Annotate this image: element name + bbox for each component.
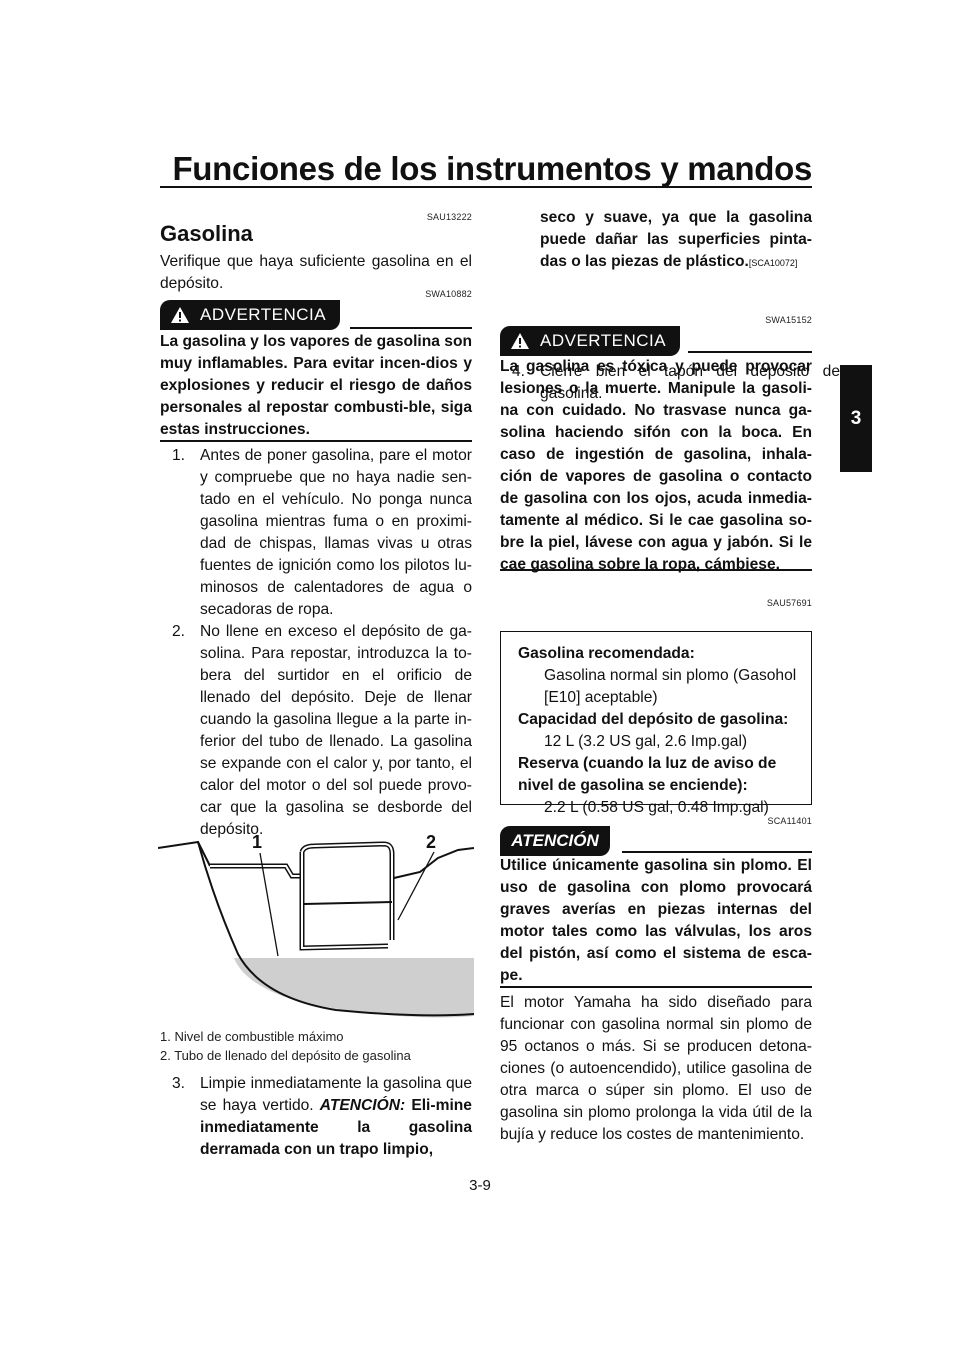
warning-end-rule xyxy=(160,440,472,442)
step-2-number: 2. xyxy=(172,623,186,640)
step-3-number: 3. xyxy=(172,1075,186,1092)
step-3: 3. Limpie inmediatamente la gasolina que… xyxy=(172,1073,472,1161)
caution-badge: ATENCIÓN xyxy=(500,826,610,856)
fuel-level-area xyxy=(234,958,474,1018)
filler-tube-outer xyxy=(299,841,395,940)
warning-rule xyxy=(350,327,472,329)
step-2: 2. No llene en exceso el depósito de ga-… xyxy=(172,621,472,841)
spec-capacity-value: 12 L (3.2 US gal, 2.6 Imp.gal) xyxy=(544,733,748,750)
caution-code: SCA11401 xyxy=(767,816,812,826)
step-1-number: 1. xyxy=(172,447,186,464)
caution-end-rule xyxy=(500,986,812,988)
step-4-text: Cierre bien el tapón del depósito de gas… xyxy=(540,363,840,402)
warning-text: La gasolina y los vapores de gasolina so… xyxy=(160,333,472,438)
warning2-text: La gasolina es tóxica y puede provocar l… xyxy=(500,358,812,573)
filler-tube-inner xyxy=(303,901,393,905)
caution-rule xyxy=(622,851,812,853)
chapter-tab: 3 xyxy=(840,365,872,472)
warning2-end-rule xyxy=(500,569,812,571)
callout-1-leader xyxy=(259,852,279,957)
spec-reserve-label: Reserva (cuando la luz de aviso de nivel… xyxy=(518,755,777,794)
step-3-continued: seco y suave, ya que la gasolina puede d… xyxy=(540,207,812,274)
step-list: 1. Antes de poner gasolina, pare el moto… xyxy=(172,445,472,841)
warning-triangle-icon xyxy=(171,307,189,323)
warning2-badge: ADVERTENCIA xyxy=(500,326,680,356)
section-heading: Gasolina xyxy=(160,221,253,246)
section-code: SAU13222 xyxy=(426,212,472,222)
warning2-rule xyxy=(688,351,812,353)
step-3-code: [SCA10072] xyxy=(748,258,798,268)
spec-capacity-label: Capacidad del depósito de gasolina: xyxy=(518,711,789,728)
fuel-tank-figure xyxy=(158,840,474,1018)
step-4-number: 4. xyxy=(512,363,526,380)
legend-item-2: 2. Tubo de llenado del depósito de gasol… xyxy=(160,1048,411,1063)
step-1-text: Antes de poner gasolina, pare el motor y… xyxy=(200,447,472,618)
step-3-continued-text: seco y suave, ya que la gasolina puede d… xyxy=(540,209,812,270)
page-number: 3-9 xyxy=(469,1177,491,1194)
intro-text: Verifique que haya suficiente gasolina e… xyxy=(160,253,472,292)
legend-item-1: 1. Nivel de combustible máximo xyxy=(160,1029,344,1044)
callout-2-leader xyxy=(397,851,435,921)
page-title: Funciones de los instrumentos y mandos xyxy=(172,150,812,187)
spec-reserve-value: 2.2 L (0.58 US gal, 0.48 Imp.gal) xyxy=(544,799,769,816)
callout-2: 2 xyxy=(426,832,437,852)
warning-triangle-icon xyxy=(511,333,529,349)
spec-box: Gasolina recomendada: Gasolina normal si… xyxy=(500,631,812,816)
title-rule xyxy=(160,186,812,188)
step-3-atencion-text: Eli-mine inmediatamente la gasolina derr… xyxy=(200,1097,472,1158)
warning2-code: SWA15152 xyxy=(765,315,812,325)
callout-1: 1 xyxy=(252,832,263,852)
step-4: 4. Cierre bien el tapón del depósito de … xyxy=(512,361,840,405)
step-2-text: No llene en exceso el depósito de ga-sol… xyxy=(200,623,472,838)
tank-rim xyxy=(197,841,211,867)
caution-text: Utilice únicamente gasolina sin plomo. E… xyxy=(500,857,812,984)
warning-label: ADVERTENCIA xyxy=(200,305,327,324)
spec-recommended-value: Gasolina normal sin plomo (Gasohol [E10]… xyxy=(544,667,797,706)
tank-right-top xyxy=(393,847,474,879)
step-1: 1. Antes de poner gasolina, pare el moto… xyxy=(172,445,472,621)
spec-code: SAU57691 xyxy=(766,598,812,608)
body-text: El motor Yamaha ha sido diseñado para fu… xyxy=(500,994,812,1143)
spec-recommended-label: Gasolina recomendada: xyxy=(518,645,695,662)
figure-legend: 1. Nivel de combustible máximo 2. Tubo d… xyxy=(160,1027,472,1065)
step-3-text: Limpie inmediatamente la gasolina que se… xyxy=(200,1075,472,1114)
step-3-atencion-label: ATENCIÓN: xyxy=(319,1097,406,1114)
tank-outline xyxy=(158,840,474,1017)
warning2-label: ADVERTENCIA xyxy=(540,331,667,350)
warning-badge: ADVERTENCIA xyxy=(160,300,340,330)
warning-code: SWA10882 xyxy=(425,289,472,299)
